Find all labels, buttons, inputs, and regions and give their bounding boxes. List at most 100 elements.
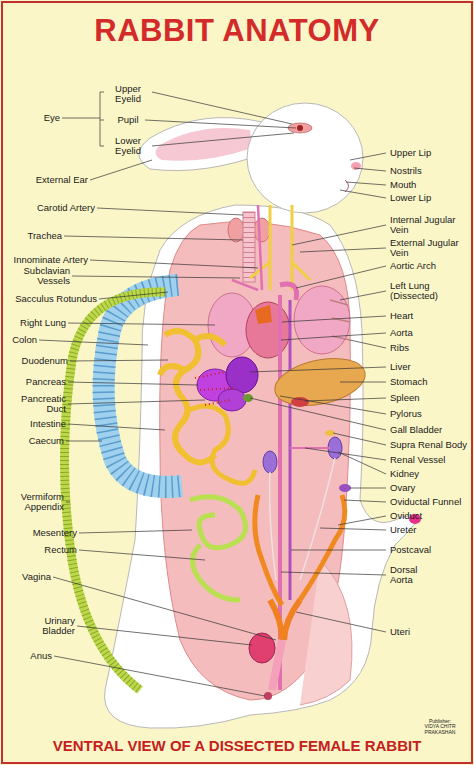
leader-line — [64, 236, 243, 240]
part-label: Intestine — [6, 419, 66, 429]
part-label: Sacculus Rotundus — [2, 294, 97, 304]
abdominal-organs — [289, 300, 292, 600]
leader-line — [90, 260, 258, 268]
part-label: Innominate Artery — [0, 255, 88, 265]
leader-line — [39, 340, 148, 345]
leader-line — [340, 382, 386, 383]
part-label: Oviduct — [390, 511, 470, 521]
leader-lines — [39, 92, 386, 696]
part-label: External Jugular Vein — [390, 238, 464, 259]
leader-line — [340, 190, 386, 198]
leader-line — [292, 225, 386, 245]
part-label: Pylorus — [390, 409, 470, 419]
leader-line — [350, 340, 386, 348]
part-label: Pupil — [103, 115, 153, 125]
part-label: Vagina — [1, 572, 51, 582]
part-label: Uteri — [390, 627, 470, 637]
part-label: External Ear — [0, 175, 88, 185]
eye-bracket — [62, 92, 104, 146]
part-label: Liver — [390, 362, 470, 372]
part-label: Trachea — [2, 231, 62, 241]
part-label: Vermiform Appendix — [9, 492, 64, 513]
neck-organs — [228, 218, 244, 242]
leader-line — [291, 550, 386, 551]
leader-line — [53, 577, 276, 640]
part-label: Heart — [390, 311, 470, 321]
part-label: Left Lung (Dissected) — [390, 281, 450, 302]
part-label: Aorta — [390, 328, 470, 338]
part-label: Dorsal Aorta — [390, 565, 440, 586]
abdominal-organs — [190, 497, 246, 600]
leader-line — [338, 516, 386, 525]
leader-line — [305, 448, 386, 460]
leader-line — [90, 160, 152, 180]
leader-line — [346, 182, 386, 185]
part-label: Ribs — [390, 343, 470, 353]
part-label: Pancreas — [6, 377, 66, 387]
abdominal-organs — [160, 295, 370, 690]
leader-line — [68, 323, 215, 325]
leader-line — [54, 656, 265, 696]
leader-line — [79, 550, 205, 560]
abdominal-organs — [190, 406, 255, 483]
leader-line — [66, 441, 102, 442]
reproductive-organs — [249, 484, 351, 700]
abdominal-organs — [277, 448, 330, 462]
part-label: Nostrils — [390, 166, 470, 176]
leader-line — [300, 248, 386, 252]
part-label: Internal Jugular Vein — [390, 215, 464, 236]
neck-organs — [232, 205, 262, 290]
part-label: Lower Lip — [390, 193, 470, 203]
rabbit-body — [247, 103, 363, 213]
reproductive-organs — [249, 633, 275, 663]
abdominal-organs — [328, 437, 342, 459]
leader-line — [296, 612, 386, 632]
leader-line — [145, 120, 296, 128]
neck-organs — [254, 218, 270, 242]
leader-line — [340, 291, 386, 300]
thoracic-organs — [280, 284, 297, 300]
reproductive-organs — [339, 484, 351, 492]
thoracic-organs — [330, 300, 350, 340]
part-label: Pancreatic Duct — [16, 394, 66, 415]
part-label: Rectum — [7, 545, 77, 555]
leader-line — [250, 367, 386, 372]
leader-line — [79, 530, 192, 533]
leader-line — [354, 168, 386, 171]
leader-line — [68, 424, 165, 430]
leader-line — [72, 276, 240, 278]
leader-line — [152, 133, 294, 146]
part-label: Supra Renal Body — [390, 440, 472, 450]
leader-line — [296, 266, 386, 288]
part-label: Ureter — [390, 525, 470, 535]
dissected-cavity — [160, 222, 352, 705]
leader-line — [350, 153, 386, 160]
leader-line — [66, 502, 70, 503]
part-label: Upper Lip — [390, 148, 470, 158]
leader-line — [320, 528, 386, 530]
caecum — [104, 285, 182, 487]
leader-line — [281, 333, 386, 340]
caption: VENTRAL VIEW OF A DISSECTED FEMALE RABBI… — [0, 737, 474, 754]
rabbit-body — [297, 125, 303, 131]
reproductive-organs — [264, 692, 272, 700]
part-label: Urinary Bladder — [30, 616, 75, 637]
part-label: Anus — [12, 651, 52, 661]
dissected-cavity — [300, 560, 352, 705]
leader-line — [70, 360, 168, 361]
part-label: Subclavian Vessels — [15, 266, 70, 287]
part-label: Colon — [2, 335, 37, 345]
part-label: Gall Bladder — [390, 425, 470, 435]
leader-line — [77, 626, 252, 645]
leader-line — [97, 208, 243, 215]
part-label: Right Lung — [6, 318, 66, 328]
leader-line — [68, 382, 198, 385]
leader-line — [338, 452, 386, 474]
part-label: Eye — [20, 113, 60, 123]
part-label: Kidney — [390, 469, 470, 479]
leader-line — [280, 396, 386, 414]
